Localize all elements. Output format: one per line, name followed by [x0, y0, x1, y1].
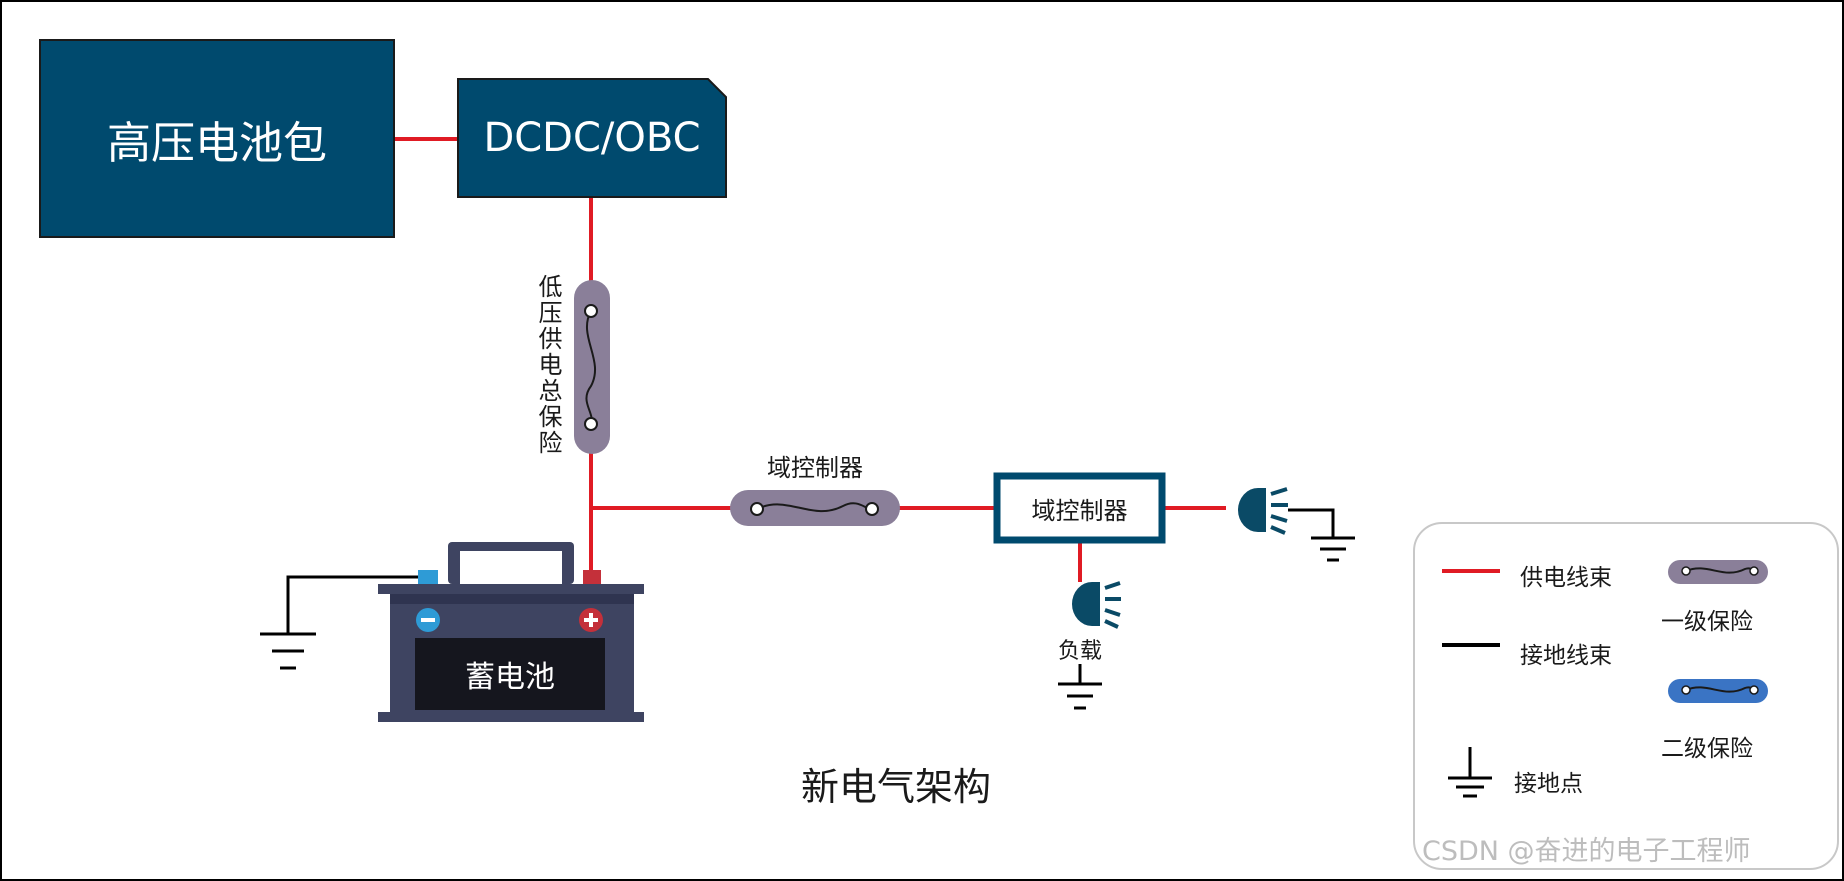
legend-ground-label: 接地线束 — [1520, 643, 1612, 669]
lamp-icon-load — [1072, 581, 1121, 629]
legend-panel — [1413, 522, 1839, 870]
hv-battery-label: 高压电池包 — [107, 117, 327, 169]
legend-power-label: 供电线束 — [1520, 565, 1612, 591]
hv-battery-box — [39, 39, 395, 238]
domain-controller-box — [993, 472, 1166, 544]
ground-line-battery — [286, 575, 418, 634]
ground-symbol-battery — [260, 632, 316, 670]
diagram-caption: 新电气架构 — [801, 765, 992, 809]
legend-ground-point-label: 接地点 — [1514, 771, 1583, 797]
load-label: 负载 — [1058, 639, 1103, 664]
legend-secondary-fuse-label: 二级保险 — [1661, 736, 1753, 762]
lamp-icon-right — [1238, 487, 1288, 535]
ground-line-lamp — [1288, 508, 1335, 538]
battery-label: 蓄电池 — [465, 660, 555, 695]
ground-symbol-load — [1058, 682, 1102, 710]
main-fuse-label: 低压供电总保险 — [534, 274, 562, 456]
battery-icon — [378, 542, 644, 722]
legend-primary-fuse — [1668, 560, 1768, 584]
legend-ground-symbol — [1448, 747, 1492, 798]
main-fuse — [574, 280, 610, 454]
watermark: CSDN @奋进的电子工程师 — [1422, 836, 1751, 867]
legend-primary-fuse-label: 一级保险 — [1661, 609, 1753, 635]
domain-controller-label: 域控制器 — [1031, 496, 1128, 525]
legend-secondary-fuse — [1668, 679, 1768, 703]
domain-fuse — [730, 490, 900, 526]
domain-fuse-label: 域控制器 — [767, 454, 863, 482]
dcdc-obc-box — [457, 78, 727, 198]
ground-symbol-lamp — [1311, 536, 1355, 562]
power-lines — [394, 137, 1226, 582]
ground-lines — [286, 508, 1335, 684]
dcdc-obc-label: DCDC/OBC — [483, 115, 701, 161]
